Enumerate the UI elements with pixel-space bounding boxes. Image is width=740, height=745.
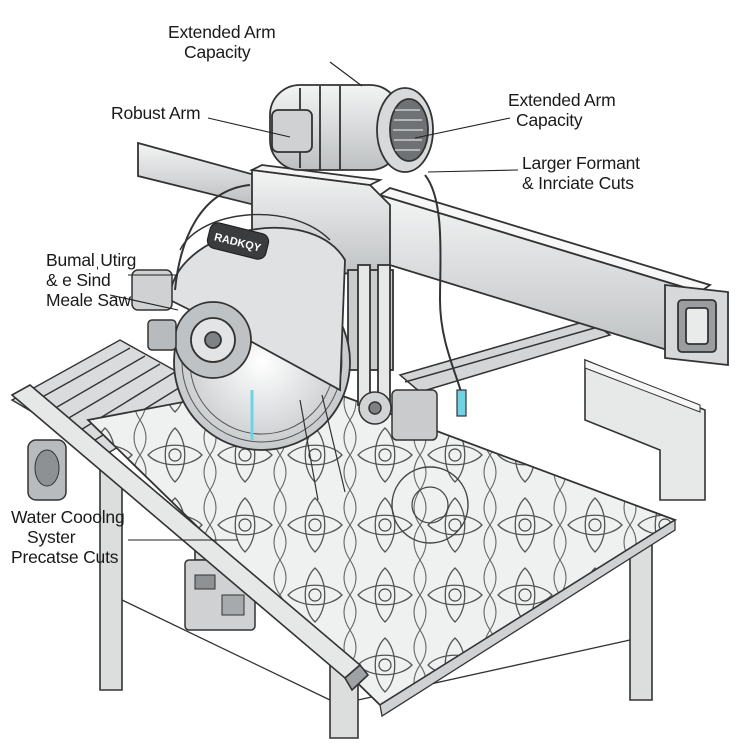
label-line: Precatse Cuts <box>11 547 119 567</box>
label-line: Extended Arm <box>168 22 276 42</box>
label-extended-arm-top: Extended Arm Capacity <box>168 22 276 62</box>
water-hoses <box>174 174 467 417</box>
side-extension-table <box>584 358 706 501</box>
label-water-cooling: Water Cooolng Syster Precatse Cuts <box>11 507 125 567</box>
callout-lines <box>109 61 519 541</box>
label-extended-arm-right: Extended Arm Capacity <box>508 90 616 130</box>
tile-slab <box>86 379 678 718</box>
main-arm <box>137 141 729 367</box>
label-larger-format: Larger Formant & Inrciate Cuts <box>522 153 640 193</box>
motor-icon <box>269 84 434 173</box>
label-line: Meale Saw <box>46 290 131 310</box>
label-line: Syster <box>27 527 76 547</box>
front-rail <box>10 384 370 692</box>
label-line: & e Sind <box>46 270 111 290</box>
label-blade-saw: BumalˌUtirg & e Sind Meale Saw <box>46 250 136 310</box>
label-line: Capacity <box>184 42 251 62</box>
water-tray <box>27 439 67 501</box>
label-line: BumalˌUtirg <box>46 250 137 270</box>
label-line: Water Cooolng <box>11 507 125 527</box>
saw-blade-icon <box>169 213 351 501</box>
label-line: Capacity <box>516 110 583 130</box>
label-line: Robust Arm <box>111 103 201 123</box>
label-robust-arm: Robust Arm <box>111 103 201 123</box>
side-handle <box>131 269 438 441</box>
brand-badge: RADKQY <box>206 222 270 260</box>
label-line: Extended Arm <box>508 90 616 110</box>
guide-rail-lower <box>398 319 612 393</box>
label-line: Larger Formant <box>522 153 640 173</box>
carriage <box>248 164 394 406</box>
label-line: & Inrciate Cuts <box>522 173 634 193</box>
